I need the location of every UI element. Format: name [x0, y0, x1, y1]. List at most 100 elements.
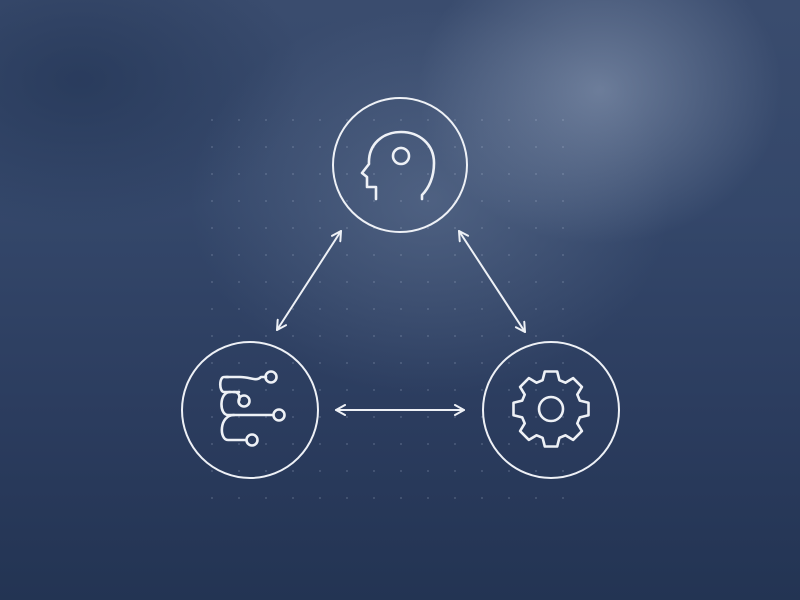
grid-dot — [346, 335, 348, 337]
grid-dot — [481, 308, 483, 310]
grid-dot — [265, 308, 267, 310]
grid-dot — [508, 200, 510, 202]
grid-dot — [508, 416, 510, 418]
grid-dot — [508, 497, 510, 499]
grid-dot — [265, 362, 267, 364]
grid-dot — [238, 308, 240, 310]
grid-dot — [346, 470, 348, 472]
node-network — [181, 341, 319, 479]
grid-dot — [346, 416, 348, 418]
grid-dot — [373, 119, 375, 121]
grid-dot — [535, 281, 537, 283]
grid-dot — [562, 173, 564, 175]
grid-dot — [454, 443, 456, 445]
grid-dot — [481, 173, 483, 175]
grid-dot — [292, 254, 294, 256]
grid-dot — [427, 362, 429, 364]
grid-dot — [535, 119, 537, 121]
grid-dot — [292, 173, 294, 175]
grid-dot — [400, 335, 402, 337]
grid-dot — [211, 362, 213, 364]
grid-dot — [238, 362, 240, 364]
grid-dot — [319, 416, 321, 418]
grid-dot — [373, 308, 375, 310]
grid-dot — [319, 227, 321, 229]
grid-dot — [346, 173, 348, 175]
grid-dot — [265, 254, 267, 256]
grid-dot — [562, 362, 564, 364]
grid-dot — [292, 119, 294, 121]
grid-dot — [211, 254, 213, 256]
grid-dot — [481, 443, 483, 445]
grid-dot — [346, 389, 348, 391]
grid-dot — [265, 173, 267, 175]
grid-dot — [481, 227, 483, 229]
grid-dot — [427, 389, 429, 391]
grid-dot — [265, 281, 267, 283]
grid-dot — [373, 470, 375, 472]
grid-dot — [238, 173, 240, 175]
grid-dot — [481, 389, 483, 391]
grid-dot — [373, 443, 375, 445]
grid-dot — [211, 227, 213, 229]
grid-dot — [346, 362, 348, 364]
grid-dot — [562, 146, 564, 148]
grid-dot — [481, 281, 483, 283]
grid-dot — [535, 173, 537, 175]
grid-dot — [319, 281, 321, 283]
grid-dot — [535, 200, 537, 202]
grid-dot — [346, 200, 348, 202]
grid-dot — [373, 335, 375, 337]
grid-dot — [427, 335, 429, 337]
grid-dot — [292, 416, 294, 418]
grid-dot — [481, 254, 483, 256]
grid-dot — [319, 308, 321, 310]
grid-dot — [400, 416, 402, 418]
grid-dot — [346, 281, 348, 283]
circuit-network-icon — [218, 370, 286, 447]
grid-dot — [562, 200, 564, 202]
grid-dot — [400, 173, 402, 175]
grid-dot — [562, 227, 564, 229]
grid-dot — [238, 146, 240, 148]
grid-dot — [346, 146, 348, 148]
grid-dot — [265, 146, 267, 148]
grid-dot — [400, 308, 402, 310]
grid-dot — [238, 227, 240, 229]
grid-dot — [211, 173, 213, 175]
grid-dot — [373, 497, 375, 499]
grid-dot — [481, 497, 483, 499]
node-mind-ring — [332, 97, 468, 233]
grid-dot — [535, 335, 537, 337]
human-head-icon — [360, 130, 436, 201]
grid-dot — [481, 362, 483, 364]
grid-dot — [319, 254, 321, 256]
grid-dot — [346, 443, 348, 445]
grid-dot — [292, 335, 294, 337]
node-process — [482, 341, 620, 479]
grid-dot — [508, 470, 510, 472]
grid-dot — [535, 146, 537, 148]
grid-dot — [454, 281, 456, 283]
node-process-ring — [482, 341, 620, 479]
grid-dot — [265, 416, 267, 418]
grid-dot — [535, 254, 537, 256]
grid-dot — [265, 389, 267, 391]
grid-dot — [454, 389, 456, 391]
grid-dot — [265, 119, 267, 121]
grid-dot — [292, 200, 294, 202]
grid-dot — [508, 443, 510, 445]
grid-dot — [238, 281, 240, 283]
grid-dot — [400, 119, 402, 121]
grid-dot — [562, 416, 564, 418]
grid-dot — [481, 200, 483, 202]
grid-dot — [400, 254, 402, 256]
grid-dot — [211, 416, 213, 418]
grid-dot — [211, 308, 213, 310]
grid-dot — [454, 470, 456, 472]
grid-dot — [400, 362, 402, 364]
grid-dot — [427, 416, 429, 418]
grid-dot — [535, 470, 537, 472]
grid-dot — [427, 227, 429, 229]
grid-dot — [319, 362, 321, 364]
